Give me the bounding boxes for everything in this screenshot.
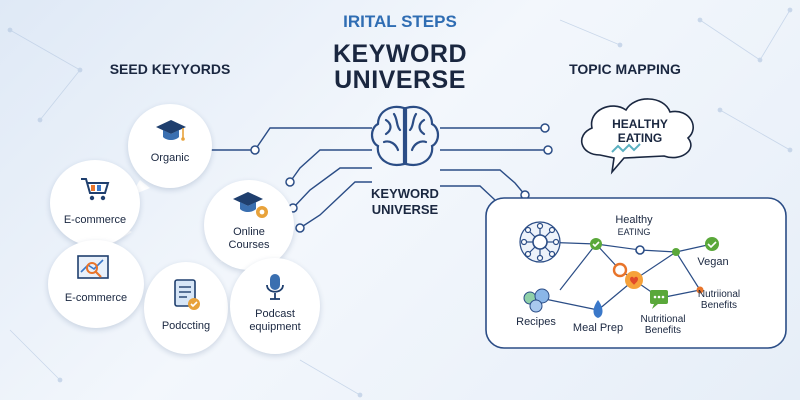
network-hub-icon	[519, 221, 561, 263]
map-label-vegan: Vegan	[697, 256, 729, 268]
connector-left-bottom	[299, 181, 372, 229]
map-label-healthy: Healthy	[615, 214, 653, 226]
connector-right-low	[440, 169, 526, 196]
topic-mapping-title: TOPIC MAPPING	[569, 61, 681, 77]
seed-keywords-title: SEED KEYYORDS	[109, 61, 231, 77]
seed-bubble-ecommerce-2[interactable]: E-commerce	[48, 240, 144, 328]
seed-label-podccting: Podccting	[161, 320, 211, 332]
connector-left-low	[292, 167, 372, 209]
seed-label-ecommerce-2: E-commerce	[64, 292, 128, 304]
orange-ring-node	[612, 262, 628, 278]
background-network	[7, 7, 793, 398]
cloud-label-line1: HEALTHY	[612, 117, 668, 131]
header-kicker: IRITAL STEPS	[343, 12, 457, 31]
connector-lines	[200, 127, 548, 229]
map-label-nutritional-benefits-bottom-2: Benefits	[644, 325, 682, 336]
topic-map-nodes	[523, 237, 719, 318]
seed-bubble-podcast-equipment[interactable]: Podcast equipment	[230, 258, 320, 354]
map-label-nutritional-benefits-bottom-1: Nutritional	[640, 314, 686, 325]
graduation-cap-icon	[156, 120, 186, 141]
graduation-cap-icon-2	[233, 192, 268, 218]
brain-icon	[370, 105, 440, 166]
seed-label-ecommerce-1: E-commerce	[63, 214, 127, 226]
seed-label-podcast-equipment: Podcast equipment	[230, 308, 320, 334]
map-label-meal-prep: Meal Prep	[572, 322, 624, 334]
connector-left-top	[200, 127, 372, 151]
seed-label-podcast-equipment-text: Podcast equipment	[249, 308, 301, 333]
seed-bubble-online-courses[interactable]: Online Courses	[204, 180, 294, 270]
healthy-eating-cloud	[580, 98, 694, 175]
meal-prep-icon	[593, 300, 603, 318]
center-label-line2: UNIVERSE	[371, 202, 439, 217]
chat-bubble-icon	[650, 290, 668, 309]
recipes-icon	[523, 288, 550, 313]
seed-label-organic: Organic	[150, 152, 190, 164]
page-title-line1: KEYWORD	[332, 40, 468, 68]
connector-left-mid	[289, 149, 372, 183]
map-label-eating: EATING	[617, 227, 651, 237]
blue-node	[635, 245, 645, 255]
vegan-check-icon	[705, 237, 719, 251]
seed-label-online-courses-text: Online Courses	[228, 226, 270, 251]
map-label-recipes: Recipes	[516, 316, 556, 328]
center-label-line1: KEYWORD	[371, 186, 439, 201]
seed-bubble-ecommerce-1[interactable]: E-commerce	[50, 160, 140, 246]
microphone-icon	[266, 274, 284, 300]
chart-magnifier-icon	[77, 255, 109, 279]
seed-label-online-courses: Online Courses	[204, 226, 294, 252]
document-check-icon	[174, 279, 200, 310]
seed-bubble-podccting[interactable]: Podccting	[144, 262, 228, 354]
shopping-cart-icon	[81, 178, 110, 201]
cloud-label-line2: EATING	[617, 131, 663, 145]
page-title-line2: UNIVERSE	[334, 66, 466, 94]
orange-node	[696, 286, 704, 294]
seed-bubble-organic[interactable]: Organic	[128, 104, 212, 188]
green-node	[672, 248, 680, 256]
map-label-nutritional-benefits-right-2: Benefits	[700, 300, 738, 311]
map-label-nutritional-benefits-right-1: Nutriional	[697, 289, 741, 300]
